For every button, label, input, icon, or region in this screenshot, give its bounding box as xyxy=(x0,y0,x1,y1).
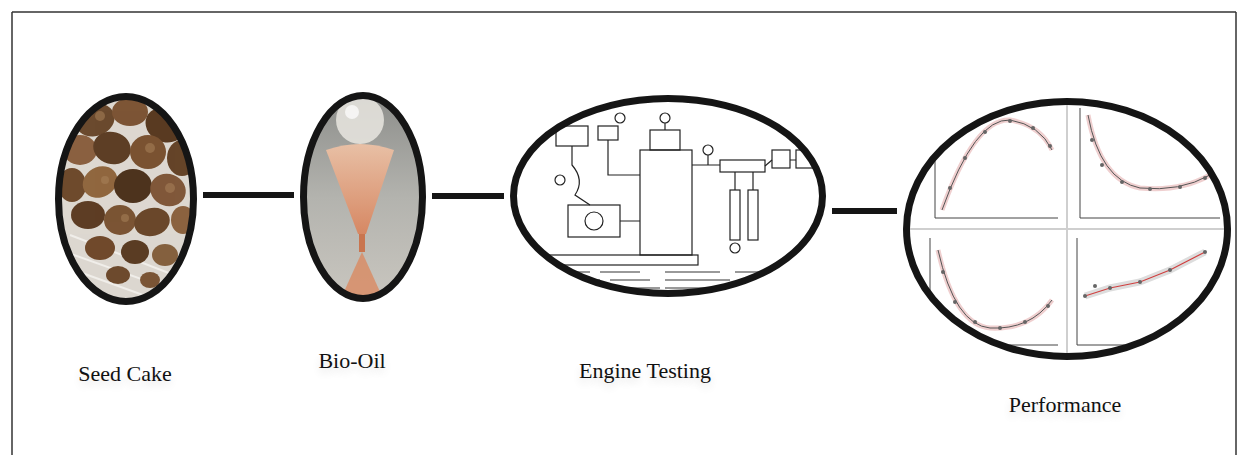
label-holder: Engine Testing xyxy=(525,358,765,384)
ellipse-outline xyxy=(510,95,826,297)
node-label: Performance xyxy=(1009,392,1121,417)
performance-charts xyxy=(900,95,1238,365)
seed-cake-photo xyxy=(50,90,210,312)
ellipse-node: Performance xyxy=(903,98,1231,360)
node-label: Seed Cake xyxy=(78,361,171,386)
bio-oil-photo xyxy=(295,90,435,305)
connector-line xyxy=(432,193,504,199)
ellipse-node: Engine Testing xyxy=(510,95,826,297)
label-holder: Performance xyxy=(945,392,1185,418)
node-label: Bio-Oil xyxy=(318,348,385,373)
engine-schematic xyxy=(505,92,830,302)
ellipse-node: Seed Cake xyxy=(55,93,197,305)
label-holder: Bio-Oil xyxy=(232,348,472,374)
ellipse-outline xyxy=(903,98,1231,360)
ellipse-outline xyxy=(55,93,197,305)
connector-line xyxy=(203,192,294,198)
ellipse-node: Bio-Oil xyxy=(300,92,426,302)
connector-line xyxy=(832,208,897,214)
ellipse-outline xyxy=(300,92,426,302)
label-holder: Seed Cake xyxy=(5,361,245,387)
node-label: Engine Testing xyxy=(579,358,711,383)
